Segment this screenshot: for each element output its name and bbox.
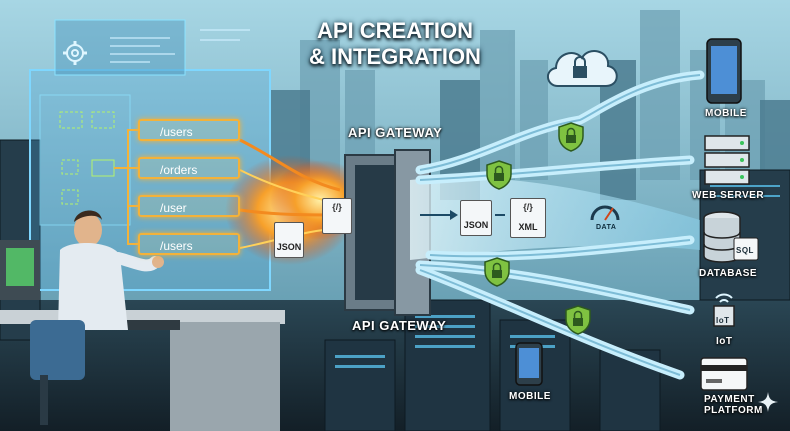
- credit-card-icon: [700, 357, 748, 391]
- sparkle-icon: [758, 392, 778, 412]
- route-user[interactable]: /user: [138, 195, 240, 217]
- mobile-top-label: MOBILE: [705, 108, 747, 119]
- payment-label: PAYMENT PLATFORM: [704, 394, 763, 416]
- json-document-label: JSON: [276, 242, 302, 252]
- database-label: DATABASE: [699, 268, 758, 279]
- smartphone-icon: [515, 342, 543, 386]
- gauge-label: DATA: [596, 224, 617, 231]
- json-stream-label: JSON: [463, 220, 489, 230]
- shield-lock-icon: [565, 305, 591, 335]
- shield-lock-icon: [558, 122, 584, 152]
- iot-label: IoT: [716, 336, 733, 347]
- mobile-bottom-label: MOBILE: [509, 391, 551, 402]
- gateway-label-top: API GATEWAY: [348, 125, 443, 140]
- data-stream: [410, 177, 700, 260]
- server-rack-icon: [704, 135, 750, 185]
- xml-stream-label: XML: [518, 222, 538, 232]
- json-document: JSON: [274, 222, 304, 258]
- iot-chip-label: IoT: [716, 316, 730, 325]
- xml-document-stream: {/} XML: [510, 198, 546, 238]
- developer-workstation: [0, 210, 285, 431]
- gear-icon: [63, 41, 87, 65]
- title-line-1: API CREATION: [316, 18, 474, 43]
- json-document-stream: JSON: [460, 200, 492, 236]
- route-orders[interactable]: /orders: [138, 157, 240, 179]
- shield-lock-icon: [484, 257, 510, 287]
- shield-lock-icon: [486, 160, 512, 190]
- code-document: {/}: [322, 198, 352, 234]
- payment-label-line-1: PAYMENT: [704, 394, 755, 405]
- smartphone-icon: [706, 38, 742, 104]
- sql-label: SQL: [736, 246, 754, 255]
- cloud-lock-icon: [547, 50, 618, 87]
- gateway-label-bottom: API GATEWAY: [352, 318, 447, 333]
- payment-label-line-2: PLATFORM: [704, 405, 763, 416]
- web-server-label: WEB SERVER: [692, 190, 765, 201]
- iot-chip-icon: [713, 293, 735, 327]
- route-users-2[interactable]: /users: [138, 233, 240, 255]
- title-line-2: & INTEGRATION: [309, 44, 481, 69]
- speedometer-icon: [590, 205, 620, 221]
- route-users[interactable]: /users: [138, 119, 240, 141]
- xml-code-symbol: {/}: [523, 202, 533, 212]
- page-title: API CREATION & INTEGRATION: [300, 18, 490, 70]
- code-document-label: {/}: [332, 202, 342, 212]
- database-icon: [703, 211, 759, 263]
